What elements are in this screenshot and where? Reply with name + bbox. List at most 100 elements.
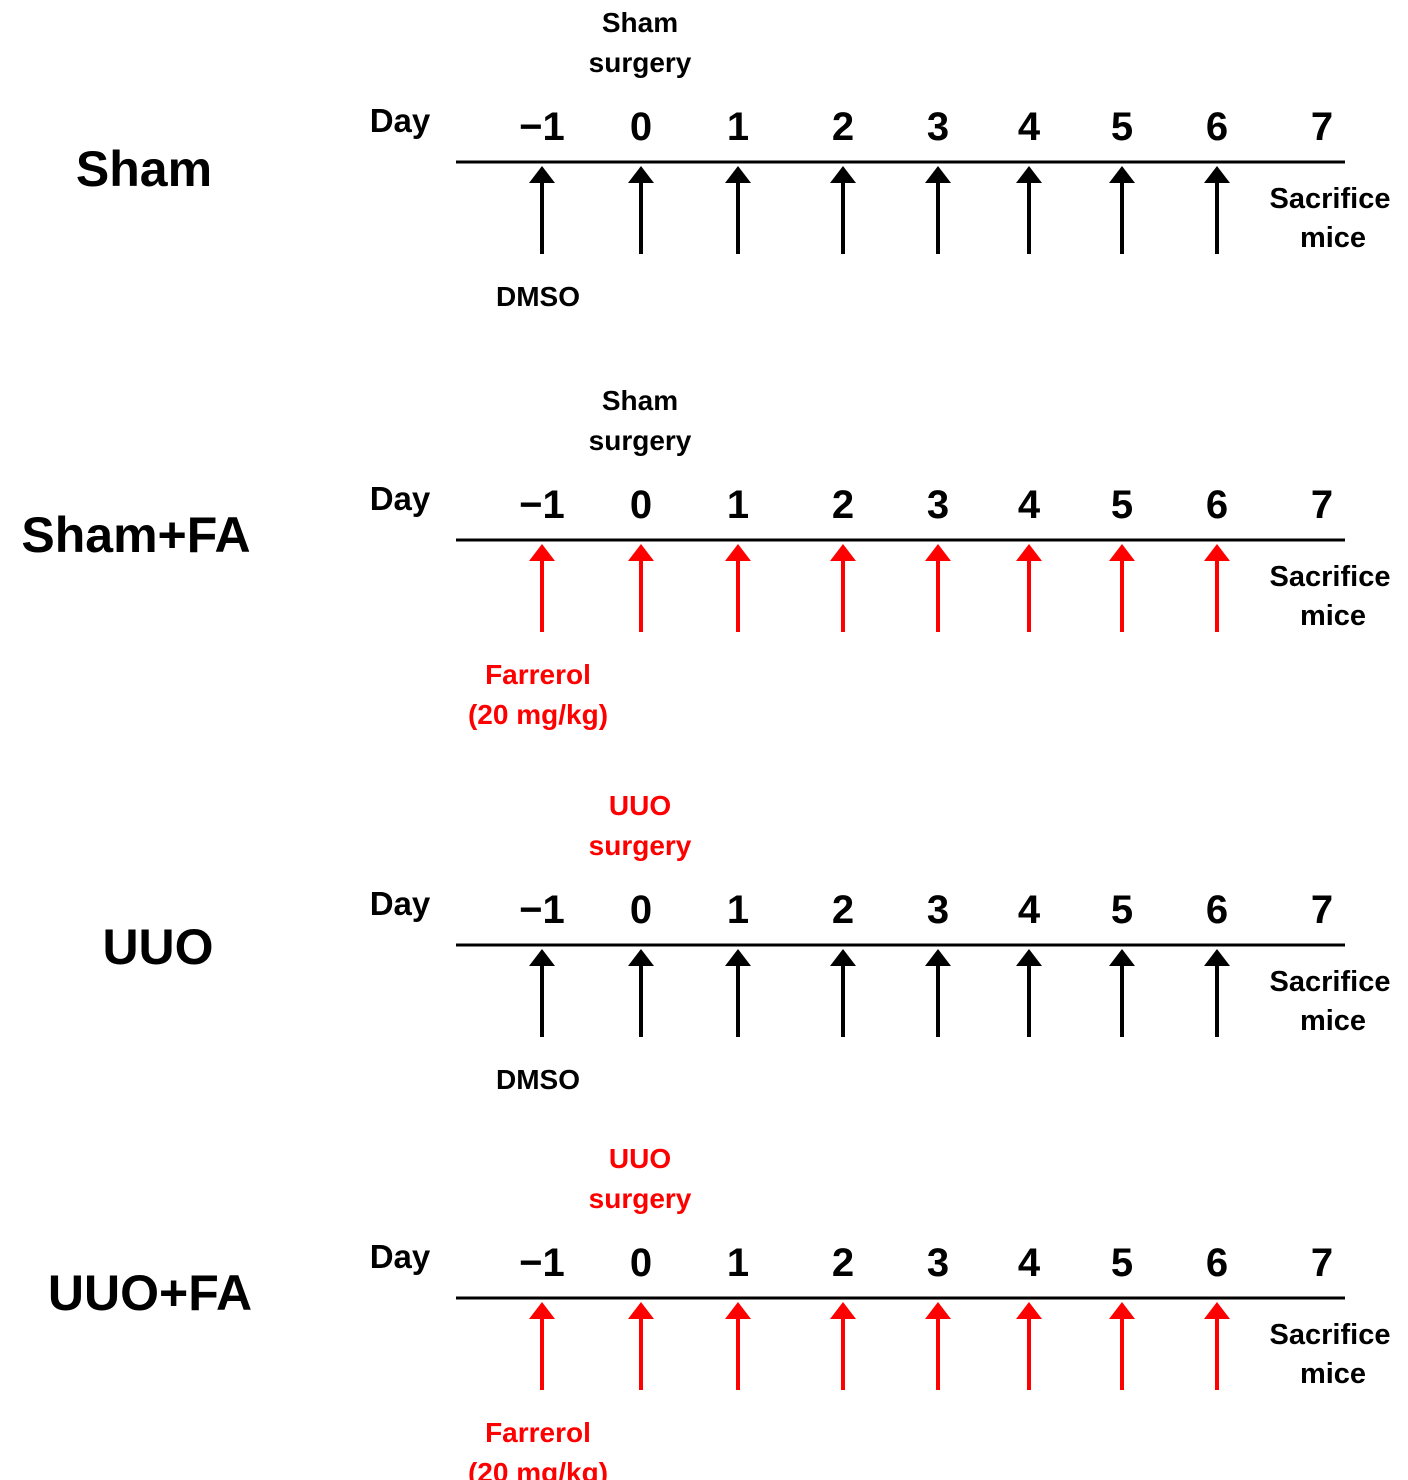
group-label: UUO bbox=[102, 919, 213, 975]
group-label: UUO+FA bbox=[48, 1265, 252, 1321]
day-number: 0 bbox=[630, 483, 652, 527]
day-number: 0 bbox=[630, 105, 652, 149]
day-number: 2 bbox=[832, 888, 854, 932]
sacrifice-label: mice bbox=[1300, 600, 1366, 632]
arrow-head-icon bbox=[1204, 949, 1230, 966]
arrow-head-icon bbox=[830, 544, 856, 561]
dose-arrow bbox=[925, 1302, 951, 1390]
dose-arrow bbox=[925, 544, 951, 632]
arrow-head-icon bbox=[529, 949, 555, 966]
treatment-label: DMSO bbox=[496, 1064, 580, 1095]
group-label: Sham+FA bbox=[21, 507, 250, 563]
day-number: 6 bbox=[1206, 1241, 1228, 1285]
arrow-head-icon bbox=[1109, 1302, 1135, 1319]
dose-arrow bbox=[1109, 166, 1135, 254]
day-number: 6 bbox=[1206, 888, 1228, 932]
sacrifice-label: Sacrifice bbox=[1270, 183, 1391, 215]
day-number: −1 bbox=[519, 888, 565, 932]
day-number: 1 bbox=[727, 483, 749, 527]
day-number: 6 bbox=[1206, 105, 1228, 149]
dose-arrow bbox=[830, 166, 856, 254]
dose-arrow bbox=[1016, 1302, 1042, 1390]
dose-arrow bbox=[529, 1302, 555, 1390]
day-number: 5 bbox=[1111, 1241, 1133, 1285]
dose-arrow bbox=[1109, 949, 1135, 1037]
dose-arrow bbox=[925, 166, 951, 254]
dose-arrow bbox=[725, 544, 751, 632]
surgery-label: Sham bbox=[602, 7, 678, 38]
arrow-head-icon bbox=[725, 1302, 751, 1319]
arrow-head-icon bbox=[925, 949, 951, 966]
arrow-head-icon bbox=[628, 949, 654, 966]
surgery-label: surgery bbox=[589, 47, 692, 78]
arrow-head-icon bbox=[1204, 544, 1230, 561]
day-number: 0 bbox=[630, 888, 652, 932]
dose-arrow bbox=[830, 544, 856, 632]
surgery-label: Sham bbox=[602, 385, 678, 416]
arrow-head-icon bbox=[1109, 544, 1135, 561]
day-number: 0 bbox=[630, 1241, 652, 1285]
dose-arrow bbox=[628, 544, 654, 632]
day-number: −1 bbox=[519, 1241, 565, 1285]
arrow-head-icon bbox=[1109, 949, 1135, 966]
sacrifice-label: Sacrifice bbox=[1270, 1319, 1391, 1351]
day-number: 7 bbox=[1311, 888, 1333, 932]
dose-arrow bbox=[628, 166, 654, 254]
surgery-label: surgery bbox=[589, 425, 692, 456]
dose-arrow bbox=[725, 166, 751, 254]
dose-arrow bbox=[1204, 1302, 1230, 1390]
dose-arrow bbox=[529, 544, 555, 632]
treatment-label: (20 mg/kg) bbox=[468, 1457, 608, 1480]
day-number: 6 bbox=[1206, 483, 1228, 527]
arrow-head-icon bbox=[529, 1302, 555, 1319]
arrow-head-icon bbox=[830, 166, 856, 183]
day-number: 3 bbox=[927, 1241, 949, 1285]
arrow-head-icon bbox=[1016, 1302, 1042, 1319]
arrow-head-icon bbox=[1016, 166, 1042, 183]
treatment-label: Farrerol bbox=[485, 659, 591, 690]
day-number: 5 bbox=[1111, 105, 1133, 149]
dose-arrow bbox=[830, 1302, 856, 1390]
day-number: 3 bbox=[927, 888, 949, 932]
arrow-head-icon bbox=[1204, 1302, 1230, 1319]
day-number: 4 bbox=[1018, 888, 1041, 932]
dose-arrow bbox=[1016, 544, 1042, 632]
arrow-head-icon bbox=[925, 544, 951, 561]
arrow-head-icon bbox=[628, 1302, 654, 1319]
dose-arrow bbox=[830, 949, 856, 1037]
day-number: 5 bbox=[1111, 483, 1133, 527]
arrow-head-icon bbox=[725, 949, 751, 966]
day-label: Day bbox=[370, 102, 431, 139]
arrow-head-icon bbox=[1109, 166, 1135, 183]
arrow-head-icon bbox=[925, 1302, 951, 1319]
arrow-head-icon bbox=[628, 544, 654, 561]
arrow-head-icon bbox=[725, 544, 751, 561]
dose-arrow bbox=[1204, 166, 1230, 254]
sacrifice-label: Sacrifice bbox=[1270, 561, 1391, 593]
surgery-label: UUO bbox=[609, 790, 671, 821]
day-number: 4 bbox=[1018, 105, 1041, 149]
day-number: 4 bbox=[1018, 483, 1041, 527]
day-number: 1 bbox=[727, 888, 749, 932]
day-number: 2 bbox=[832, 483, 854, 527]
sacrifice-label: Sacrifice bbox=[1270, 966, 1391, 998]
dose-arrow bbox=[529, 949, 555, 1037]
sacrifice-label: mice bbox=[1300, 1005, 1366, 1037]
arrow-head-icon bbox=[1204, 166, 1230, 183]
dose-arrow bbox=[725, 1302, 751, 1390]
day-number: 4 bbox=[1018, 1241, 1041, 1285]
surgery-label: surgery bbox=[589, 1183, 692, 1214]
day-number: 3 bbox=[927, 483, 949, 527]
dose-arrow bbox=[1016, 166, 1042, 254]
dose-arrow bbox=[725, 949, 751, 1037]
dose-arrow bbox=[925, 949, 951, 1037]
sacrifice-label: mice bbox=[1300, 222, 1366, 254]
arrow-head-icon bbox=[1016, 949, 1042, 966]
surgery-label: UUO bbox=[609, 1143, 671, 1174]
arrow-head-icon bbox=[529, 544, 555, 561]
arrow-head-icon bbox=[1016, 544, 1042, 561]
dose-arrow bbox=[1204, 949, 1230, 1037]
day-number: 2 bbox=[832, 1241, 854, 1285]
